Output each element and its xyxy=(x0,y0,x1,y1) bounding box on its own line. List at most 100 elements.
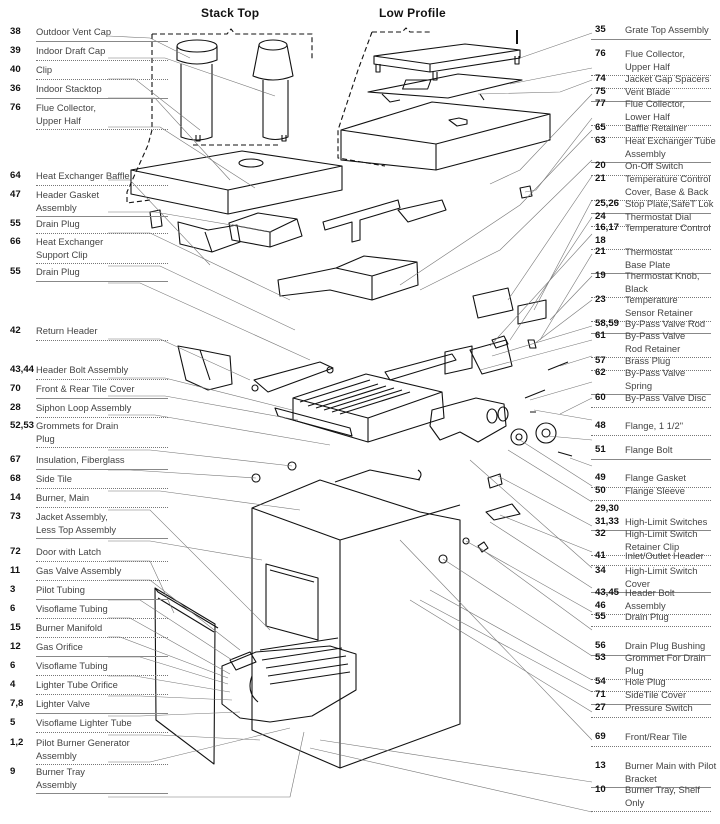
part-number: 27 xyxy=(595,702,606,713)
part-number: 3 xyxy=(10,584,16,595)
leader-line xyxy=(507,175,593,301)
part-name: Burner Manifold xyxy=(36,622,103,633)
callout-rule xyxy=(591,499,711,501)
part-name: Baffle Retainer xyxy=(625,122,687,133)
callout-rule xyxy=(36,378,168,380)
part-name: Pilot Tubing xyxy=(36,584,85,595)
leader-line xyxy=(479,339,593,371)
leader-line xyxy=(108,395,299,421)
part-number: 64 xyxy=(10,170,21,181)
leader-line xyxy=(429,589,593,681)
part-name: Front & Rear Tile Cover xyxy=(36,383,135,394)
leader-line xyxy=(108,675,231,693)
callout-rule xyxy=(36,617,168,619)
callout-rule xyxy=(591,212,711,214)
part-name: Grommets for Drain Plug xyxy=(36,420,119,444)
part-name: Grate Top Assembly xyxy=(625,24,709,35)
callout-rule xyxy=(591,321,711,322)
part-number: 1,2 xyxy=(10,737,24,748)
leader-line xyxy=(559,355,593,367)
leader-line xyxy=(519,439,593,487)
leader-line xyxy=(108,377,293,411)
part-number: 43,45 46 xyxy=(595,587,620,611)
callout-rule xyxy=(591,406,711,408)
callout-rule xyxy=(591,787,711,788)
leader-line xyxy=(108,414,331,446)
part-name: Insulation, Fiberglass xyxy=(36,454,125,465)
part-name: Drain Plug xyxy=(36,266,80,277)
callout-rule xyxy=(591,592,711,593)
part-name: Indoor Stacktop xyxy=(36,83,102,94)
vent-blade-part xyxy=(367,73,523,103)
callout-rule xyxy=(36,598,168,600)
callout-rule xyxy=(36,764,168,765)
leader-line xyxy=(108,179,211,266)
part-number: 47 xyxy=(10,189,21,200)
part-name: Flange Gasket xyxy=(625,472,686,483)
part-name: High-Limit Switch Retainer Clip xyxy=(625,528,698,552)
part-number: 32 xyxy=(595,528,606,539)
part-name: Jacket Assembly, Less Top Assembly xyxy=(36,511,117,535)
callout-rule xyxy=(591,136,711,138)
low-profile-title: Low Profile xyxy=(379,6,446,20)
callout-rule xyxy=(591,486,711,488)
leader-line xyxy=(107,35,191,59)
leader-line xyxy=(108,711,241,717)
part-name: Vent Blade xyxy=(625,86,671,97)
part-number: 14 xyxy=(10,492,21,503)
part-number: 16,17 18 xyxy=(595,222,620,246)
leader-line xyxy=(108,449,293,467)
part-number: 6 xyxy=(10,603,16,614)
part-name: Pilot Burner Generator Assembly xyxy=(36,737,130,761)
leader-line xyxy=(108,734,261,741)
leader-line xyxy=(409,599,593,713)
part-name: SideTile Cover xyxy=(625,689,687,700)
leader-line xyxy=(547,435,593,441)
leader-line xyxy=(569,457,593,467)
part-number: 34 xyxy=(595,565,606,576)
callout-rule xyxy=(591,225,711,227)
leader-line xyxy=(469,459,593,569)
leader-line xyxy=(419,159,593,291)
part-number: 39 xyxy=(10,45,21,56)
part-name: High-Limit Switch Cover xyxy=(625,565,698,589)
part-number: 60 xyxy=(595,392,606,403)
leader-line xyxy=(442,558,593,657)
leader-line xyxy=(399,129,593,286)
part-name: By-Pass Valve Rod xyxy=(625,318,706,329)
callout-rule xyxy=(36,655,168,657)
part-number: 54 xyxy=(595,676,606,687)
part-name: Flange Sleeve xyxy=(625,485,685,496)
part-name: Siphon Loop Assembly xyxy=(36,402,132,413)
stack-top-title: Stack Top xyxy=(201,6,260,20)
part-name: Thermostat Dial xyxy=(625,211,692,222)
callout-rule xyxy=(591,555,711,556)
jacket-assembly-part xyxy=(251,469,461,769)
part-name: Gas Valve Assembly xyxy=(36,565,122,576)
leader-line xyxy=(533,199,593,311)
leader-line xyxy=(108,695,233,701)
callout-rule xyxy=(36,560,168,562)
part-number: 52,53 xyxy=(10,420,35,431)
grate-top-part xyxy=(373,30,521,81)
callout-rule xyxy=(591,614,711,615)
callout-rule xyxy=(591,100,711,102)
part-number: 7,8 xyxy=(10,698,24,709)
callout-rule xyxy=(36,487,168,489)
part-number: 75 xyxy=(595,86,606,97)
leader-line xyxy=(533,299,593,345)
callout-rule xyxy=(591,87,711,89)
leader-line xyxy=(108,469,257,479)
part-name: Temperature Control Cover, Base & Back xyxy=(625,173,711,197)
leader-line xyxy=(108,126,256,189)
callout-rule xyxy=(591,174,711,176)
callout-rule xyxy=(591,125,711,126)
leader-line xyxy=(529,381,593,401)
part-name: Front/Rear Tile xyxy=(625,731,687,742)
callout-rule xyxy=(36,693,168,695)
callout-rule xyxy=(36,129,168,130)
callout-rule xyxy=(36,416,168,418)
callout-rule xyxy=(591,162,711,163)
return-header-part xyxy=(177,345,334,393)
